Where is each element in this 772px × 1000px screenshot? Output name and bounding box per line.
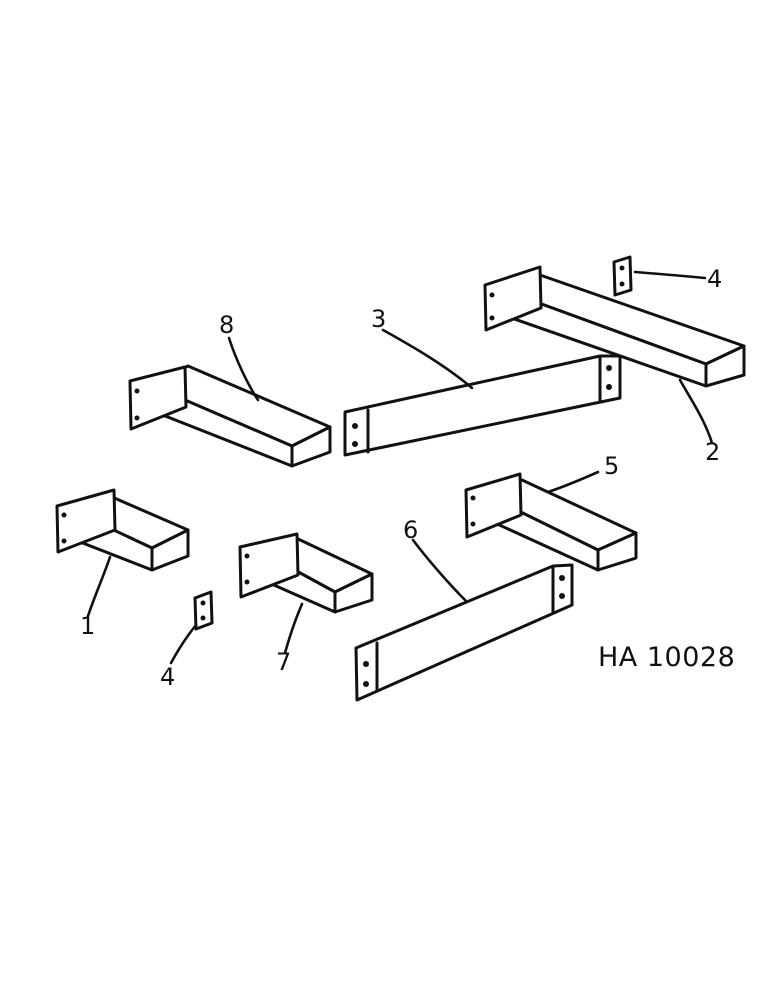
part-6-strap — [354, 563, 574, 702]
part-3-strap — [343, 354, 622, 457]
callout-2: 2 — [705, 438, 720, 466]
callout-5: 5 — [604, 452, 619, 480]
leader-1 — [86, 555, 112, 618]
leader-7 — [283, 602, 304, 655]
leader-5 — [546, 470, 600, 494]
callout-4-bottom: 4 — [160, 663, 175, 691]
part-4-shim-top — [612, 255, 633, 297]
leader-2 — [678, 378, 714, 445]
part-8-tube — [128, 364, 332, 468]
callout-6: 6 — [403, 516, 418, 544]
leader-4-top — [633, 270, 707, 280]
leader-6 — [411, 538, 468, 603]
part-4-shim-bottom — [193, 590, 214, 631]
callout-4-top: 4 — [707, 265, 722, 293]
leader-lines — [86, 270, 714, 665]
callout-7: 7 — [276, 648, 291, 676]
leader-8 — [227, 336, 260, 402]
callout-labels: 8 3 4 2 5 6 1 4 7 — [80, 265, 722, 691]
leader-3 — [381, 328, 474, 390]
callout-8: 8 — [219, 311, 234, 339]
callout-3: 3 — [371, 305, 386, 333]
drawing-number: HA 10028 — [598, 642, 735, 673]
part-2-tube — [483, 265, 746, 388]
callout-1: 1 — [80, 612, 95, 640]
leader-4-bottom — [169, 623, 198, 665]
part-1-tube — [55, 488, 190, 572]
part-5-tube — [464, 472, 638, 572]
part-7-tube — [238, 532, 374, 614]
